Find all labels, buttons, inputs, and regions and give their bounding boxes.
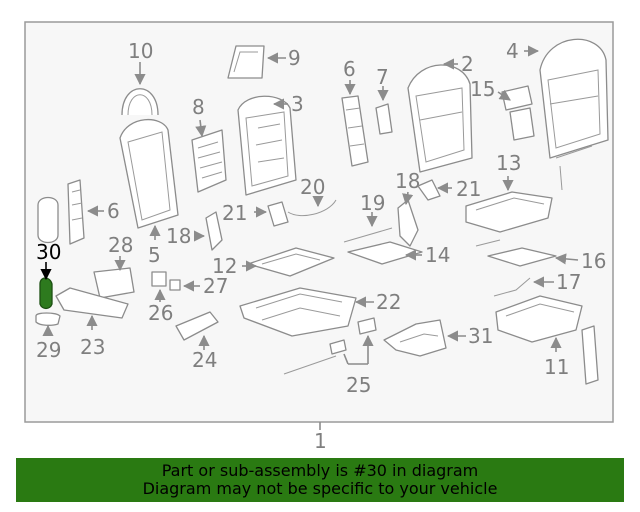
callout-17[interactable]: 17 (556, 270, 581, 294)
callout-5[interactable]: 5 (148, 243, 161, 267)
callout-22[interactable]: 22 (376, 290, 401, 314)
part-11-cushion (495, 295, 583, 343)
callout-29[interactable]: 29 (36, 338, 61, 362)
banner-line-2: Diagram may not be specific to your vehi… (142, 479, 498, 498)
part-25-brackets (329, 317, 377, 355)
callout-16[interactable]: 16 (581, 249, 606, 273)
part-14-mat (347, 241, 423, 265)
part-23-side-shield (55, 287, 129, 319)
callout-2[interactable]: 2 (461, 52, 474, 76)
callout-21a[interactable]: 21 (222, 201, 247, 225)
callout-8[interactable]: 8 (192, 95, 205, 119)
callout-21b[interactable]: 21 (456, 177, 481, 201)
part-side-cover-right (581, 325, 599, 385)
part-19-rod (343, 227, 393, 243)
part-31-harness (383, 319, 447, 357)
part-26-clip (151, 271, 167, 287)
callout-9[interactable]: 9 (288, 46, 301, 70)
part-4-seat-back (539, 38, 609, 159)
callout-7[interactable]: 7 (376, 65, 389, 89)
callout-3[interactable]: 3 (291, 92, 304, 116)
part-28-trim (93, 267, 135, 299)
callout-12[interactable]: 12 (212, 254, 237, 278)
part-29-handle (35, 312, 61, 326)
part-6-side-trim-left (67, 179, 85, 245)
part-12-seat-pan (247, 247, 335, 277)
callout-18b[interactable]: 18 (395, 169, 420, 193)
part-6-side-panel (341, 95, 369, 167)
callout-6b[interactable]: 6 (343, 57, 356, 81)
callout-14[interactable]: 14 (425, 243, 450, 267)
callout-25[interactable]: 25 (346, 373, 371, 397)
callout-13[interactable]: 13 (496, 151, 521, 175)
callout-24[interactable]: 24 (192, 348, 217, 372)
callout-26[interactable]: 26 (148, 301, 173, 325)
callout-31[interactable]: 31 (468, 324, 493, 348)
callout-23[interactable]: 23 (80, 335, 105, 359)
callout-28[interactable]: 28 (108, 233, 133, 257)
part-22-track-frame (239, 287, 357, 337)
callout-15[interactable]: 15 (470, 77, 495, 101)
part-3-back-frame (237, 95, 297, 196)
parts-diagram: 1 10 9 5 8 3 6 (24, 21, 614, 453)
part-24-cover (175, 311, 219, 341)
part-21-bracket-right (417, 179, 441, 201)
callout-27[interactable]: 27 (203, 274, 228, 298)
callout-20[interactable]: 20 (300, 175, 325, 199)
part-cover-left (37, 196, 59, 244)
callout-19[interactable]: 19 (360, 191, 385, 215)
callout-10[interactable]: 10 (128, 39, 153, 63)
part-30-highlighted[interactable] (39, 277, 53, 310)
info-banner: Part or sub-assembly is #30 in diagram D… (16, 458, 624, 502)
part-9-bracket (227, 45, 265, 79)
part-27-clip (169, 279, 181, 291)
callout-11[interactable]: 11 (544, 355, 569, 379)
callout-4[interactable]: 4 (506, 39, 519, 63)
callout-6a[interactable]: 6 (107, 199, 120, 223)
part-rod (283, 355, 337, 375)
part-10-headrest-trim (121, 88, 159, 116)
callout-1[interactable]: 1 (314, 429, 327, 453)
callout-30[interactable]: 30 (36, 240, 61, 264)
part-17-wire (493, 277, 531, 297)
part-8-lumbar (191, 129, 227, 193)
part-2-back-cover (407, 64, 473, 173)
part-21-bracket-left (267, 201, 289, 227)
part-13-cushion (465, 191, 553, 233)
part-20-cable (287, 199, 337, 216)
callout-18a[interactable]: 18 (166, 224, 191, 248)
part-7-clip (375, 103, 393, 135)
banner-line-1: Part or sub-assembly is #30 in diagram (161, 461, 479, 480)
part-18-bracket-left (205, 211, 223, 251)
part-5-back-panel (119, 118, 179, 229)
